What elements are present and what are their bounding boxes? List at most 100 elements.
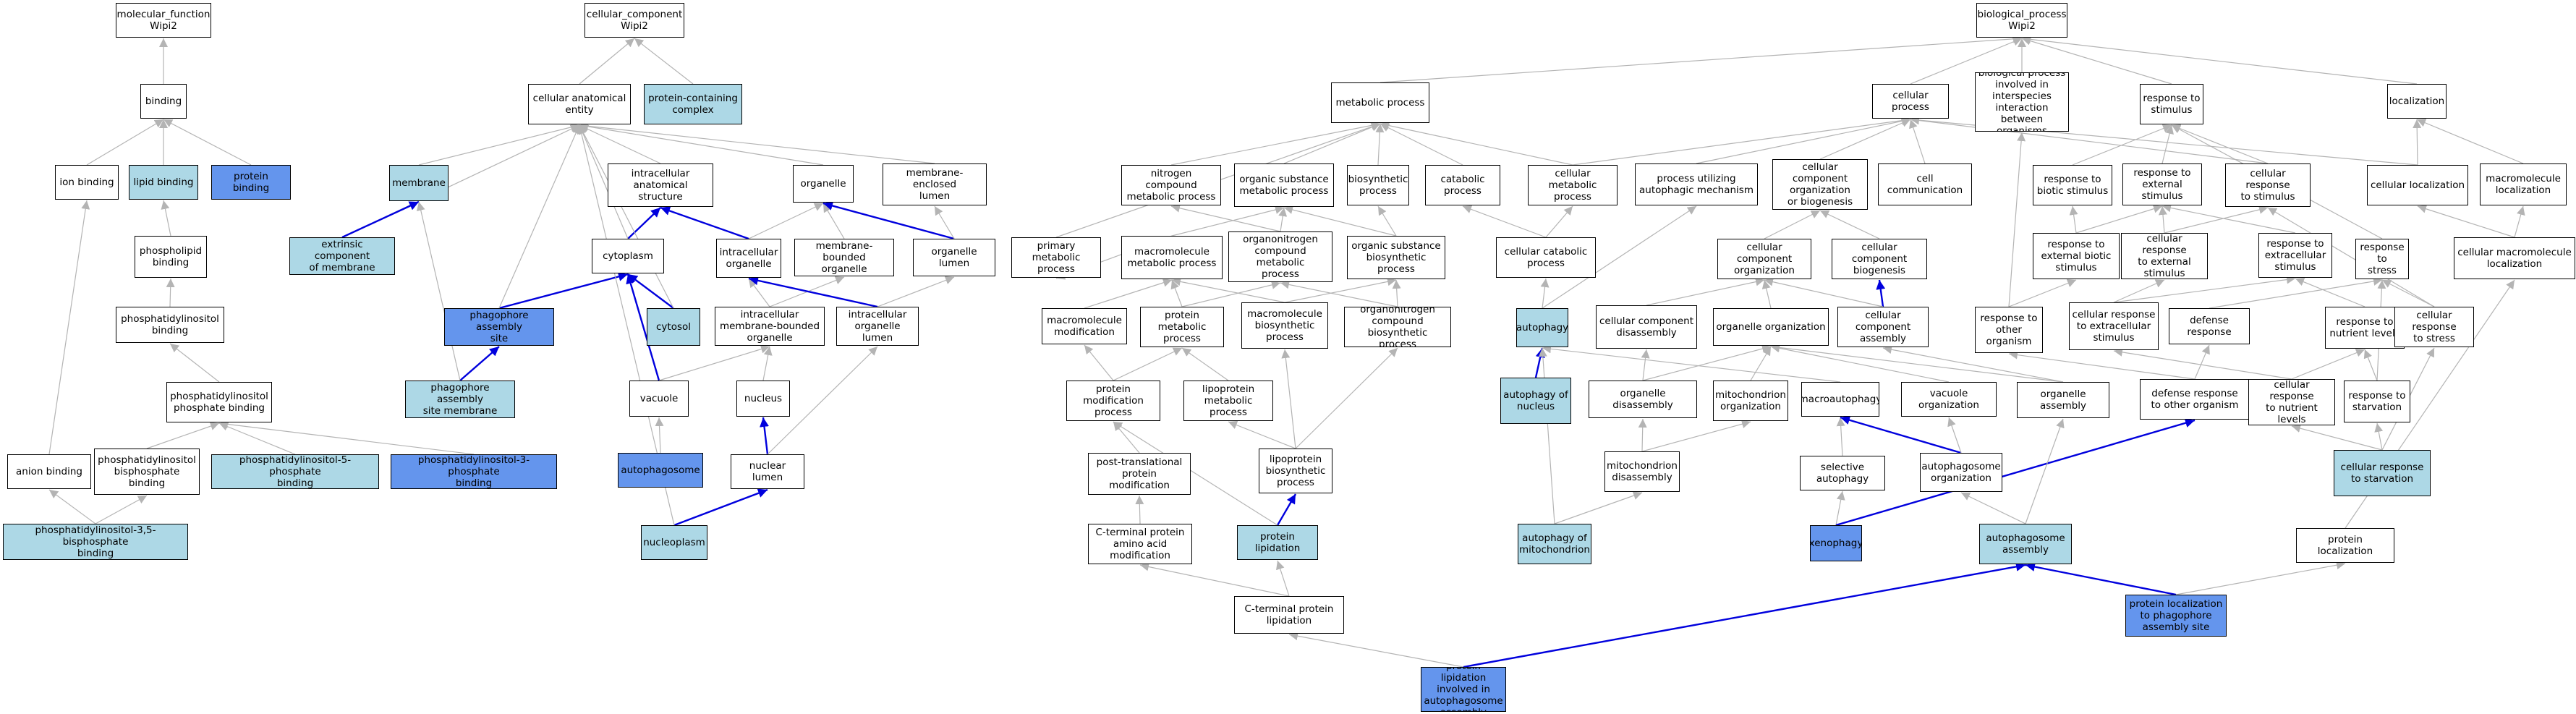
node-ptpm[interactable]: post-translational protein modification	[1088, 453, 1191, 495]
node-ionb[interactable]: ion binding	[55, 165, 119, 200]
node-pasm[interactable]: phagophore assembly site membrane	[405, 381, 515, 418]
node-crtstress[interactable]: cellular response to stress	[2394, 307, 2474, 347]
node-imbo[interactable]: intracellular membrane-bounded organelle	[715, 307, 825, 346]
node-plpas[interactable]: protein localization to phagophore assem…	[2125, 595, 2227, 637]
node-osbp[interactable]: organic substance biosynthetic process	[1347, 236, 1445, 279]
node-rts[interactable]: response to stimulus	[2140, 84, 2203, 124]
node-macroauto[interactable]: macroautophagy	[1801, 382, 1879, 417]
node-aporg[interactable]: autophagosome organization	[1920, 453, 2002, 492]
node-pmodp[interactable]: protein modification process	[1066, 381, 1160, 421]
node-intorg[interactable]: intracellular organelle	[716, 239, 781, 278]
node-pi35[interactable]: phosphatidylinositol-3,5-bisphosphate bi…	[3, 524, 188, 560]
node-rtnl[interactable]: response to nutrient levels	[2325, 307, 2405, 349]
node-ctpaam[interactable]: C-terminal protein amino acid modificati…	[1088, 524, 1192, 564]
node-anionb[interactable]: anion binding	[7, 454, 91, 489]
node-catab[interactable]: catabolic process	[1425, 165, 1500, 205]
node-nucleoplasm[interactable]: nucleoplasm	[641, 525, 707, 560]
node-pmp[interactable]: primary metabolic process	[1011, 237, 1101, 278]
node-membrane[interactable]: membrane	[389, 165, 449, 201]
node-biosyn[interactable]: biosynthetic process	[1347, 165, 1409, 205]
node-mf[interactable]: molecular_function Wipi2	[116, 3, 211, 38]
node-plaa[interactable]: protein lipidation involved in autophago…	[1421, 667, 1506, 712]
node-mmod[interactable]: macromolecule modification	[1042, 308, 1127, 344]
node-lipidb[interactable]: lipid binding	[129, 165, 198, 200]
node-rtoo[interactable]: response to other organism	[1975, 307, 2043, 353]
node-apasm[interactable]: autophagosome assembly	[1979, 524, 2072, 564]
node-cc[interactable]: cellular_component Wipi2	[585, 3, 684, 38]
node-ccob[interactable]: cellular component organization or bioge…	[1772, 159, 1868, 210]
node-autophagosome[interactable]: autophagosome	[618, 453, 703, 488]
node-protmp[interactable]: protein metabolic process	[1140, 307, 1224, 347]
node-cellloc[interactable]: cellular localization	[2367, 165, 2468, 205]
node-pi5p[interactable]: phosphatidylinositol-5-phosphate binding	[211, 454, 379, 489]
node-ias[interactable]: intracellular anatomical structure	[608, 163, 713, 207]
node-orgasm[interactable]: organelle assembly	[2017, 382, 2109, 418]
node-cytoplasm[interactable]: cytoplasm	[592, 239, 664, 273]
node-organelle[interactable]: organelle	[793, 165, 854, 203]
node-orgdis[interactable]: organelle disassembly	[1589, 381, 1697, 418]
node-defresp[interactable]: defense response	[2169, 308, 2250, 344]
node-extrinsic[interactable]: extrinsic component of membrane	[289, 237, 395, 275]
node-crtnl[interactable]: cellular response to nutrient levels	[2248, 379, 2335, 425]
node-lipobp[interactable]: lipoprotein biosynthetic process	[1259, 449, 1332, 493]
node-drtoo[interactable]: defense response to other organism	[2140, 379, 2250, 420]
node-cmp[interactable]: cellular metabolic process	[1528, 165, 1618, 205]
node-rtes[interactable]: response to external stimulus	[2122, 163, 2202, 205]
node-mel[interactable]: membrane-enclosed lumen	[883, 163, 987, 205]
node-pi3p[interactable]: phosphatidylinositol-3-phosphate binding	[391, 454, 557, 489]
node-crtexs[interactable]: cellular response to extracellular stimu…	[2069, 302, 2159, 350]
node-ocbp[interactable]: organonitrogen compound biosynthetic pro…	[1344, 307, 1451, 347]
node-protb[interactable]: protein binding	[211, 165, 291, 200]
node-rtebs[interactable]: response to external biotic stimulus	[2033, 233, 2120, 279]
node-cae[interactable]: cellular anatomical entity	[528, 84, 631, 124]
node-lipomp[interactable]: lipoprotein metabolic process	[1183, 381, 1273, 421]
node-crtes[interactable]: cellular response to external stimulus	[2121, 233, 2208, 279]
node-pas[interactable]: phagophore assembly site	[444, 308, 554, 346]
node-vacorg[interactable]: vacuole organization	[1901, 382, 1997, 417]
node-cca[interactable]: cellular component assembly	[1837, 307, 1929, 347]
node-mmp[interactable]: macromolecule metabolic process	[1121, 236, 1223, 279]
node-iol[interactable]: intracellular organelle lumen	[836, 307, 919, 346]
node-ccp[interactable]: cellular catabolic process	[1496, 237, 1596, 278]
node-rtstarv[interactable]: response to starvation	[2344, 381, 2410, 422]
node-ccd[interactable]: cellular component disassembly	[1596, 305, 1697, 349]
node-binding[interactable]: binding	[140, 84, 187, 119]
node-vacuole[interactable]: vacuole	[629, 381, 689, 417]
node-bp[interactable]: biological_process Wipi2	[1976, 3, 2067, 38]
node-ocmp[interactable]: organonitrogen compound metabolic proces…	[1228, 231, 1332, 282]
node-mbo[interactable]: membrane-bounded organelle	[794, 239, 894, 276]
node-cellproc[interactable]: cellular process	[1872, 84, 1949, 119]
node-puam[interactable]: process utilizing autophagic mechanism	[1635, 163, 1758, 205]
node-ncmp[interactable]: nitrogen compound metabolic process	[1121, 165, 1221, 205]
node-cco[interactable]: cellular component organization	[1717, 239, 1811, 279]
node-automito[interactable]: autophagy of mitochondrion	[1518, 524, 1591, 564]
node-ctpl[interactable]: C-terminal protein lipidation	[1234, 596, 1344, 634]
node-orglumen[interactable]: organelle lumen	[913, 239, 995, 276]
node-osmp[interactable]: organic substance metabolic process	[1234, 163, 1334, 207]
node-protloc[interactable]: protein localization	[2296, 528, 2394, 563]
node-macroloc[interactable]: macromolecule localization	[2480, 163, 2567, 205]
node-protlip[interactable]: protein lipidation	[1237, 525, 1318, 560]
node-mitodis[interactable]: mitochondrion disassembly	[1604, 451, 1680, 492]
node-metproc[interactable]: metabolic process	[1331, 82, 1429, 123]
node-orgorg[interactable]: organelle organization	[1713, 308, 1829, 346]
node-ccb[interactable]: cellular component biogenesis	[1832, 239, 1927, 279]
node-selauto[interactable]: selective autophagy	[1800, 456, 1885, 490]
node-bpii[interactable]: biological process involved in interspec…	[1975, 72, 2069, 132]
node-pcc[interactable]: protein-containing complex	[644, 84, 742, 124]
node-mbp[interactable]: macromolecule biosynthetic process	[1241, 302, 1328, 349]
node-cmloc[interactable]: cellular macromolecule localization	[2454, 237, 2575, 279]
node-cytosol[interactable]: cytosol	[647, 308, 700, 346]
node-rtstress[interactable]: response to stress	[2355, 239, 2409, 279]
node-mitoorg[interactable]: mitochondrion organization	[1713, 381, 1788, 421]
node-autophagy[interactable]: autophagy	[1516, 308, 1568, 347]
node-rtexs[interactable]: response to extracellular stimulus	[2258, 233, 2332, 278]
node-localization[interactable]: localization	[2387, 84, 2447, 119]
node-pibisb[interactable]: phosphatidylinositol bisphosphate bindin…	[94, 449, 200, 495]
node-nuclumen[interactable]: nuclear lumen	[731, 454, 804, 489]
node-pib[interactable]: phosphatidylinositol binding	[116, 307, 224, 343]
node-autonuc[interactable]: autophagy of nucleus	[1500, 378, 1571, 424]
node-nucleus[interactable]: nucleus	[736, 381, 790, 417]
node-xenophagy[interactable]: xenophagy	[1810, 525, 1862, 561]
node-crts[interactable]: cellular response to stimulus	[2225, 163, 2311, 207]
